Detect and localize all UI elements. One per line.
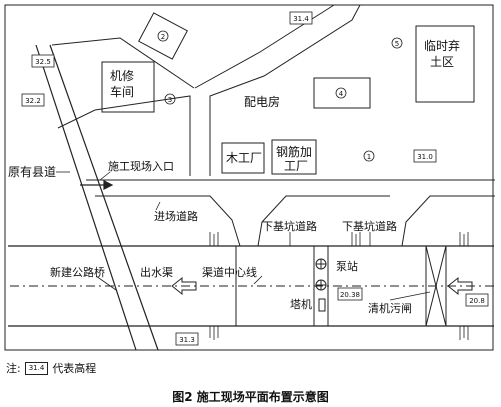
elevation-3: 32.2 <box>25 97 41 105</box>
carpentry-building <box>221 142 265 174</box>
bridge-edge-right <box>49 44 159 351</box>
pit-road-1-label: 下基坑道路 <box>262 219 317 233</box>
plan-border <box>4 4 494 351</box>
elevation-1: 31.4 <box>293 15 309 23</box>
outlet-arrow-icon <box>171 276 197 296</box>
marker-3-circle <box>164 93 176 105</box>
elevation-5: 20.38 <box>340 291 360 299</box>
pit-road-1-left <box>257 195 390 247</box>
old-road-label: 原有县道 <box>8 165 56 179</box>
marker-2-label: 2 <box>161 33 165 41</box>
temp-waste-label-2: 土区 <box>430 55 454 69</box>
marker-1-label: 1 <box>367 153 371 161</box>
marker-2-building <box>138 12 188 60</box>
temp-waste-label-1: 临时弃 <box>424 38 460 53</box>
pit-road-2-label: 下基坑道路 <box>342 219 397 233</box>
power-room-label: 配电房 <box>244 94 280 109</box>
tower-crane-label: 塔机 <box>290 297 312 311</box>
outlet-label: 出水渠 <box>140 265 173 279</box>
tower-crane-icon <box>318 298 326 312</box>
road-edge-north <box>51 37 195 89</box>
legend-prefix: 注: <box>6 362 21 375</box>
carpentry-label: 木工厂 <box>226 151 262 165</box>
rebar-shop-label-2: 工厂 <box>284 159 308 173</box>
marker-4-circle <box>335 87 347 99</box>
marker-5-circle <box>391 37 403 49</box>
marker-2-circle <box>157 30 169 42</box>
entrance-road-bottom <box>95 195 241 247</box>
legend-note: 注: 31.4 代表高程 <box>6 360 96 376</box>
pump-icon <box>315 258 327 291</box>
trash-gate-cross-2 <box>425 245 447 327</box>
new-bridge-label: 新建公路桥 <box>50 265 105 279</box>
site-plan-diagram: 1 2 3 4 5 31.4 32.5 32.2 31.0 20.38 20.8… <box>4 4 495 351</box>
elevation-boxes <box>21 11 489 346</box>
elevation-6: 20.8 <box>469 297 485 305</box>
elevation-7: 31.3 <box>179 336 195 344</box>
entrance-arrow-icon <box>80 180 114 190</box>
marker-1-circle <box>363 150 375 162</box>
site-entrance-label: 施工现场入口 <box>108 159 174 173</box>
pump-station-label: 泵站 <box>336 259 358 273</box>
access-road-label: 进场道路 <box>154 209 198 223</box>
marker-5-label: 5 <box>395 40 399 48</box>
inflow-arrow-icon <box>447 276 473 296</box>
trash-gate-frame <box>425 245 447 327</box>
numbered-markers <box>157 30 403 162</box>
repair-shop-building <box>101 61 155 113</box>
repair-shop-label-1: 机修 <box>110 68 134 83</box>
temp-waste-building <box>415 25 475 103</box>
trash-gate-label: 清机污闸 <box>368 301 412 315</box>
road-edge-mid-right <box>209 4 361 176</box>
repair-shop-label-2: 车间 <box>110 84 134 99</box>
figure-caption: 图2 施工现场平面布置示意图 <box>172 390 329 404</box>
legend-elevation-sample: 31.4 <box>24 361 49 375</box>
marker-4-building <box>313 77 371 109</box>
elevation-4: 31.0 <box>417 153 433 161</box>
rebar-shop-label-1: 钢筋加 <box>276 144 312 159</box>
bridge-edge-left <box>35 44 137 351</box>
pump-station-frame <box>313 245 329 327</box>
pit-road-2 <box>401 195 495 247</box>
marker-3-label: 3 <box>168 96 172 104</box>
leader-lines <box>56 171 431 301</box>
channel-hatching <box>209 232 469 340</box>
legend-text: 代表高程 <box>52 362 97 375</box>
rebar-shop-building <box>271 139 317 175</box>
channel-centerline-label: 渠道中心线 <box>202 265 257 279</box>
marker-4-label: 4 <box>339 90 344 98</box>
elevation-2: 32.5 <box>35 58 51 66</box>
